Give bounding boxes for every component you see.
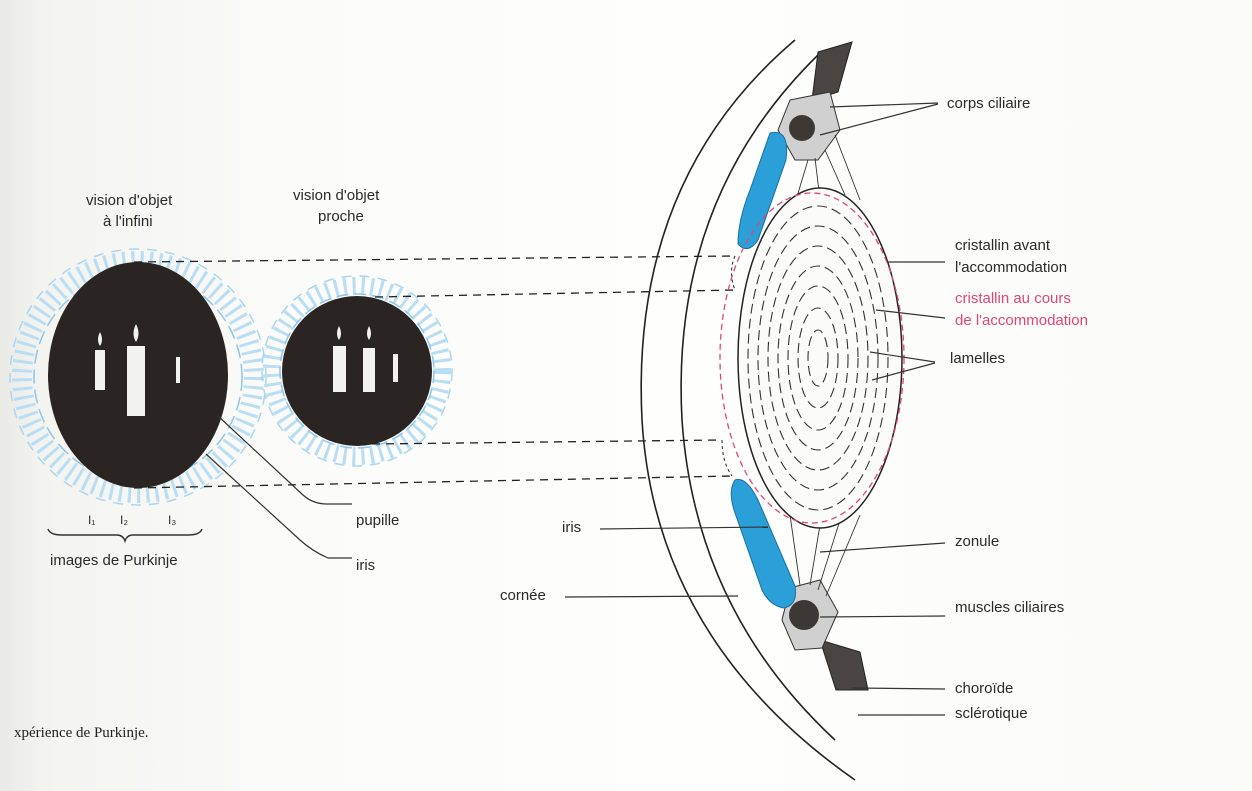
near-vision-eye xyxy=(262,276,452,466)
zonule-label: zonule xyxy=(955,533,999,550)
purkinje-image-3-label: I₃ xyxy=(168,513,176,527)
projection-line-near-bottom xyxy=(372,440,722,444)
candle-near-2 xyxy=(363,348,375,392)
pupil-label: pupille xyxy=(356,512,399,529)
far-vision-eye xyxy=(10,249,266,505)
projection-line-far-top xyxy=(134,256,735,262)
projection-line-far-bottom xyxy=(134,476,732,488)
ciliary-muscles-label: muscles ciliaires xyxy=(955,599,1064,616)
lamellae-label: lamelles xyxy=(950,350,1005,367)
lens-during-label-2: de l'accommodation xyxy=(955,312,1088,329)
sclera-label: sclérotique xyxy=(955,705,1028,722)
zonule-leader xyxy=(820,543,945,552)
purkinje-images-label: images de Purkinje xyxy=(50,552,178,569)
far-vision-label-2: à l'infini xyxy=(103,213,153,230)
anterior-edge-bottom xyxy=(722,440,732,476)
ciliary-body-label: corps ciliaire xyxy=(947,95,1030,112)
candle-image-2 xyxy=(127,346,145,416)
figure-caption: xpérience de Purkinje. xyxy=(14,725,149,741)
candle-image-3 xyxy=(176,357,180,383)
lens-before-label-2: l'accommodation xyxy=(955,259,1067,276)
sclera-top xyxy=(812,42,852,100)
lens-before-accommodation xyxy=(738,188,902,528)
cornea-label: cornée xyxy=(500,587,546,604)
ciliary-body-leader-1 xyxy=(830,103,938,107)
ciliary-muscle-top xyxy=(789,115,815,141)
purkinje-bracket xyxy=(48,529,202,541)
cornea-leader xyxy=(565,596,738,597)
choroid-band xyxy=(820,640,868,690)
pupil-near xyxy=(282,296,432,446)
far-vision-label-1: vision d'objet xyxy=(86,192,173,209)
candle-near-1 xyxy=(333,346,346,392)
anterior-edge-top xyxy=(732,256,736,290)
lens-before-label-1: cristallin avant xyxy=(955,237,1051,254)
candle-image-1 xyxy=(95,350,105,390)
iris-label-right: iris xyxy=(562,519,581,536)
near-vision-label-2: proche xyxy=(318,208,364,225)
ciliary-muscles-leader xyxy=(820,616,945,617)
projection-line-near-top xyxy=(375,290,735,297)
choroid-label: choroïde xyxy=(955,680,1013,697)
candle-near-3 xyxy=(393,354,398,382)
eye-cross-section xyxy=(641,40,904,780)
iris-label-left: iris xyxy=(356,557,375,574)
lens-during-label-1: cristallin au cours xyxy=(955,290,1071,307)
near-vision-label-1: vision d'objet xyxy=(293,187,380,204)
purkinje-image-1-label: I₁ xyxy=(88,513,95,527)
iris-leader-left xyxy=(206,454,352,558)
purkinje-image-2-label: I₂ xyxy=(120,513,128,527)
ciliary-muscle-bottom xyxy=(789,600,819,630)
